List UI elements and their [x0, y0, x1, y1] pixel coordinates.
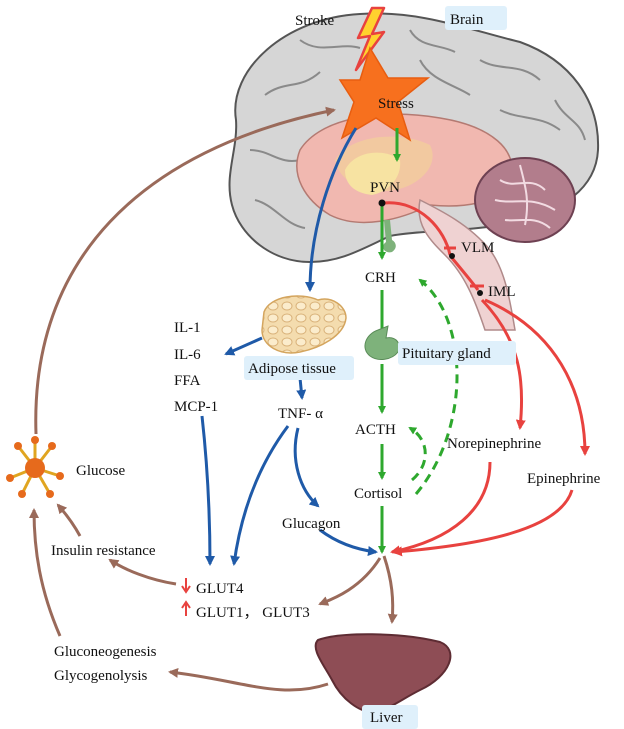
epinephrine-to-liver-arrow — [392, 489, 574, 557]
cortisol-feedback-acth-arrow — [408, 426, 427, 482]
pituitary-stalk — [383, 220, 396, 253]
liver-label-bg — [362, 705, 418, 729]
tnf-label: TNF- α — [278, 406, 323, 422]
epinephrine-label: Epinephrine — [527, 471, 601, 487]
brain-illustration — [228, 12, 600, 331]
glut-to-insulin-resistance-arrow — [108, 558, 177, 586]
cortex-folds — [249, 29, 586, 229]
brain-label-bg — [445, 6, 507, 30]
cytokines-to-glut-arrow — [200, 415, 215, 566]
tnf-to-glut-arrow — [230, 425, 290, 566]
adipose-to-tnf-arrow — [296, 377, 307, 400]
brain-label: Brain — [450, 12, 484, 28]
adipose-to-cytokines-arrow — [224, 336, 263, 356]
adipose-tissue-label: Adipose tissue — [248, 361, 336, 377]
iml-to-norepinephrine-arrow — [480, 298, 526, 430]
crh-label: CRH — [365, 270, 396, 286]
vlm-label: VLM — [461, 240, 494, 256]
glucose-to-stress-arrow — [34, 106, 336, 435]
inflammatory-arrows — [200, 127, 378, 566]
glucagon-to-liver-arrow — [319, 528, 378, 556]
convergence-to-glut-arrow — [318, 557, 382, 606]
pituitary-gland-icon — [364, 325, 400, 360]
iml-label: IML — [488, 284, 516, 300]
il1-label: IL-1 — [174, 320, 201, 336]
glut4-down-arrow-icon — [181, 578, 191, 594]
mcp1-label: MCP-1 — [174, 399, 218, 415]
glut4-label: GLUT4 — [196, 581, 244, 597]
stress-label: Stress — [378, 96, 414, 112]
hypothalamus-region — [345, 152, 401, 195]
stroke-label: Stroke — [295, 13, 335, 29]
glucose-label: Glucose — [76, 463, 125, 479]
cerebellum-folds — [494, 164, 556, 229]
liver-label: Liver — [370, 710, 402, 726]
iml-to-epinephrine-arrow — [484, 298, 590, 456]
glut13-up-arrow-icon — [181, 600, 191, 616]
cortisol-feedback-crh-arrow — [414, 278, 459, 495]
label-backgrounds — [244, 6, 516, 729]
pvn-label: PVN — [370, 180, 400, 196]
tnf-to-glucagon-arrow — [293, 427, 320, 508]
norepinephrine-label: Norepinephrine — [447, 436, 541, 452]
cortisol-label: Cortisol — [354, 486, 402, 502]
pvn-node — [378, 199, 386, 207]
convergence-to-liver-arrow — [382, 555, 398, 624]
liver-icon — [314, 633, 452, 714]
iml-node — [477, 290, 483, 296]
norepinephrine-to-liver-arrow — [390, 461, 492, 556]
glucose-molecule-icon — [6, 436, 64, 498]
glut13-label: GLUT1， GLUT3 — [196, 605, 310, 621]
glucagon-label: Glucagon — [282, 516, 341, 532]
metabolic-arrows — [29, 106, 398, 692]
pituitary-gland-label: Pituitary gland — [402, 346, 491, 362]
adipose-tissue-icon — [261, 295, 347, 354]
ffa-label: FFA — [174, 373, 201, 389]
adipose-label-bg — [244, 356, 354, 380]
insulin-resistance-to-glucose-arrow — [56, 503, 82, 537]
glycogenolysis-label: Glycogenolysis — [54, 668, 147, 684]
liver-to-gluconeogenesis-arrow — [168, 667, 329, 692]
stress-to-adipose-arrow — [305, 127, 358, 292]
il6-label: IL-6 — [174, 347, 201, 363]
sympathetic-arrows — [383, 201, 590, 557]
insulin-resistance-label: Insulin resistance — [51, 543, 156, 559]
brainstem-shape — [418, 198, 516, 331]
gluconeogenesis-to-glucose-arrow — [29, 508, 62, 637]
gluconeogenesis-label: Gluconeogenesis — [54, 644, 157, 660]
vlm-node — [449, 253, 455, 259]
stress-star-icon — [338, 46, 431, 142]
cerebellum-shape — [474, 157, 576, 243]
acth-label: ACTH — [355, 422, 396, 438]
hpa-axis-arrows — [378, 128, 459, 554]
vlm-to-iml-line — [450, 257, 480, 291]
pituitary-label-bg — [398, 341, 516, 365]
